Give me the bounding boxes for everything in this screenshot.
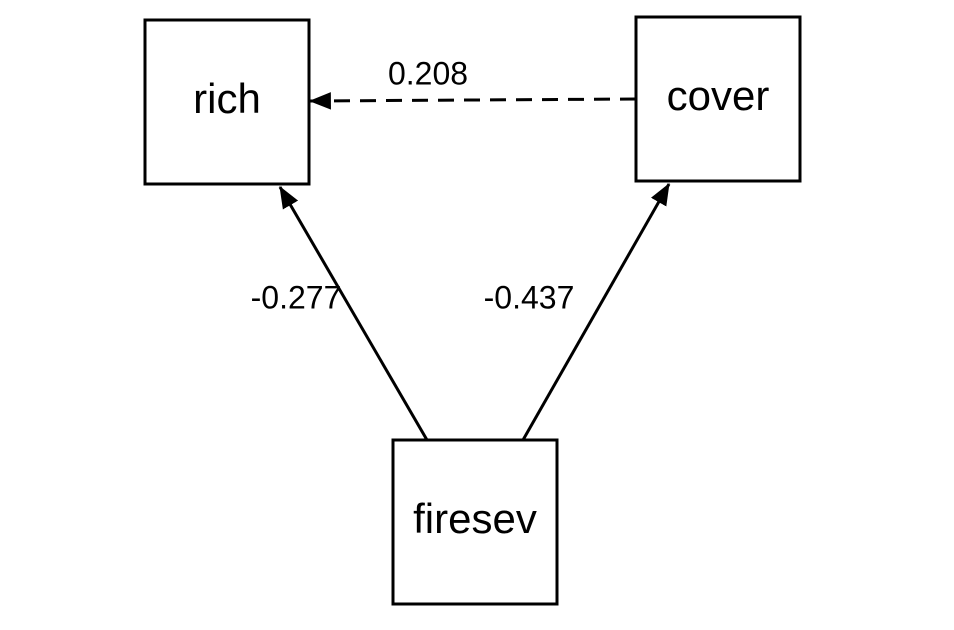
edge-firesev-to-rich-label: -0.277: [251, 279, 342, 315]
edge-cover-to-rich: 0.208: [308, 55, 637, 110]
edge-firesev-to-cover: -0.437: [484, 183, 671, 441]
edge-firesev-to-cover-line: [521, 183, 671, 441]
edge-firesev-to-rich-line: [278, 186, 429, 441]
node-cover-box: [634, 15, 802, 183]
node-cover-label: cover: [667, 72, 770, 119]
edge-cover-to-rich-label: 0.208: [388, 55, 468, 91]
node-cover: cover: [634, 15, 802, 183]
edge-cover-to-rich-line: [308, 92, 637, 110]
node-rich-label: rich: [193, 75, 261, 122]
node-rich-box: [143, 18, 311, 186]
node-firesev: firesev: [391, 438, 559, 606]
node-firesev-box: [391, 438, 559, 606]
edge-firesev-to-cover-label: -0.437: [484, 279, 575, 315]
node-rich: rich: [143, 18, 311, 186]
edge-firesev-to-rich: -0.277: [251, 186, 429, 441]
node-firesev-label: firesev: [413, 495, 537, 542]
